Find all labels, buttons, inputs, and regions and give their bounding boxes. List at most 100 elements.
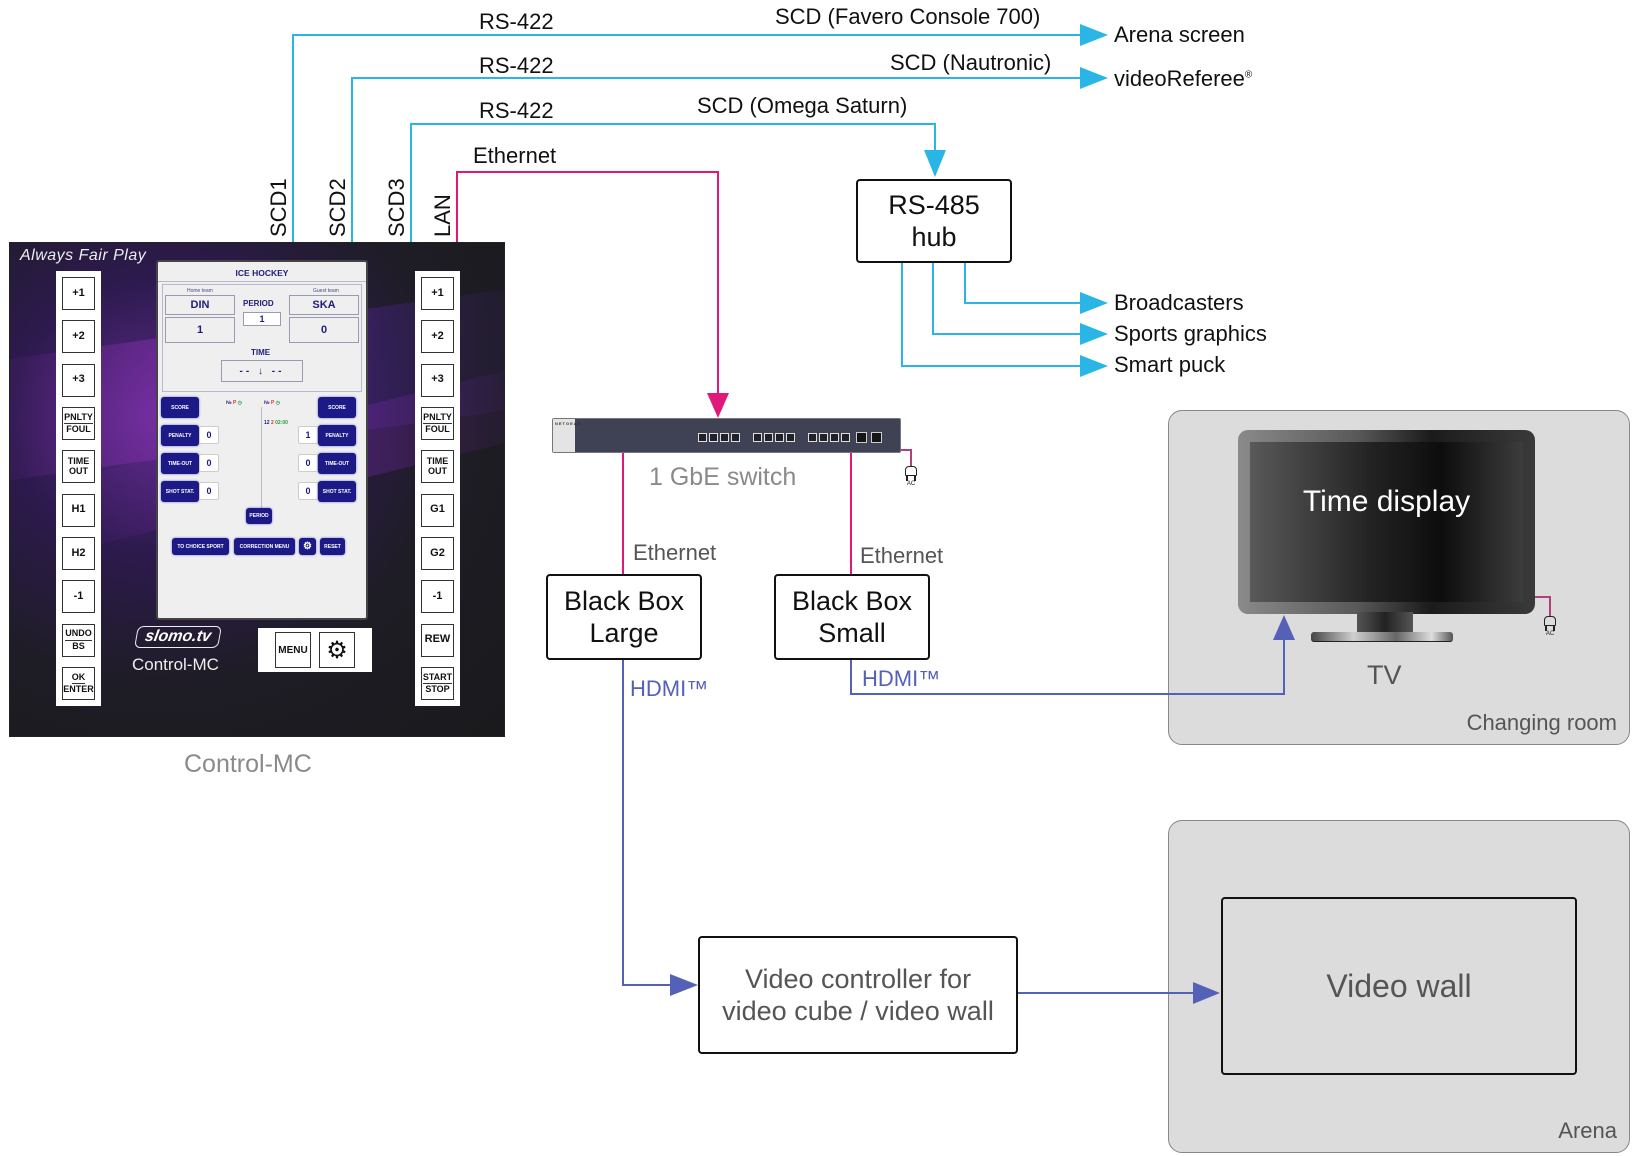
key-label-top: OK bbox=[71, 672, 86, 684]
menu-key-panel: MENU ⚙ bbox=[258, 628, 372, 672]
left-hardware-key[interactable]: H2 bbox=[62, 536, 95, 570]
arena-label: Arena bbox=[1558, 1118, 1617, 1143]
screen-settings-button[interactable]: ⚙ bbox=[299, 538, 316, 555]
key-label: +2 bbox=[431, 330, 444, 343]
tv-ac-plug-icon: AC bbox=[1543, 616, 1557, 637]
switch-front-panel bbox=[553, 419, 575, 452]
key-label: -1 bbox=[432, 590, 443, 603]
switch-ports-group-3 bbox=[808, 433, 850, 442]
key-label: H1 bbox=[71, 503, 86, 516]
guest-penalty-button[interactable]: PENALTY bbox=[318, 425, 356, 446]
home-shotstat-button[interactable]: SHOT STAT. bbox=[161, 481, 199, 502]
menu-key[interactable]: MENU bbox=[275, 632, 311, 668]
reset-button[interactable]: RESET bbox=[320, 538, 345, 555]
left-hardware-key[interactable]: +3 bbox=[62, 363, 95, 397]
guest-score-button[interactable]: SCORE bbox=[318, 397, 356, 418]
home-score-button[interactable]: SCORE bbox=[161, 397, 199, 418]
key-label-top: TIME bbox=[67, 456, 90, 467]
key-label: REW bbox=[424, 633, 451, 646]
guest-team-name[interactable]: SKA bbox=[289, 295, 359, 315]
home-penalty-button[interactable]: PENALTY bbox=[161, 425, 199, 446]
period-button[interactable]: PERIOD bbox=[246, 508, 272, 524]
slomo-tv-logo: slomo.tv bbox=[134, 626, 222, 648]
center-divider bbox=[261, 407, 262, 522]
rs485-hub-box: RS-485 hub bbox=[856, 179, 1012, 263]
right-hardware-key[interactable]: REW bbox=[421, 623, 454, 657]
correction-menu-button[interactable]: CORRECTION MENU bbox=[234, 538, 295, 555]
video-wall-box: Video wall bbox=[1221, 897, 1577, 1075]
guest-penalty-count: 1 bbox=[298, 426, 318, 444]
videoreferee-text: videoReferee bbox=[1114, 66, 1245, 91]
guest-shotstat-button[interactable]: SHOT STAT. bbox=[318, 481, 356, 502]
sport-title: ICE HOCKEY bbox=[158, 262, 366, 282]
changing-room-label: Changing room bbox=[1466, 710, 1617, 735]
to-choice-sport-button[interactable]: TO CHOICE SPORT bbox=[172, 538, 229, 555]
key-label-top: UNDO bbox=[65, 628, 92, 641]
clock-icon: ◷ bbox=[275, 400, 280, 406]
port-scd2-label: SCD2 bbox=[325, 178, 350, 237]
switch-ports-group-1 bbox=[698, 433, 740, 442]
wire-hdmi-large bbox=[622, 660, 672, 986]
guest-timeout-button[interactable]: TIME-OUT bbox=[318, 453, 356, 474]
switch-label: 1 GbE switch bbox=[649, 463, 797, 491]
left-hardware-key[interactable]: -1 bbox=[62, 580, 95, 614]
right-hardware-key[interactable]: +3 bbox=[421, 363, 454, 397]
key-label-bottom: FOUL bbox=[425, 423, 450, 434]
left-hardware-key[interactable]: +1 bbox=[62, 277, 95, 310]
key-label-bottom: OUT bbox=[69, 465, 88, 476]
arrow-video-controller bbox=[670, 974, 698, 996]
wire-smart-puck bbox=[901, 263, 1083, 367]
rs422-label-2: RS-422 bbox=[479, 53, 554, 78]
right-hardware-key[interactable]: -1 bbox=[421, 580, 454, 614]
time-value[interactable]: -- ↓ -- bbox=[221, 360, 303, 382]
left-hardware-key[interactable]: H1 bbox=[62, 493, 95, 527]
device-touchscreen[interactable]: ICE HOCKEY Home team Guest team DIN 1 SK… bbox=[156, 260, 368, 620]
home-timeout-button[interactable]: TIME-OUT bbox=[161, 453, 199, 474]
guest-team-score[interactable]: 0 bbox=[289, 317, 359, 343]
scd-nautronic-label: SCD (Nautronic) bbox=[890, 50, 1052, 75]
scd-favero-label: SCD (Favero Console 700) bbox=[775, 4, 1041, 29]
home-team-score[interactable]: 1 bbox=[165, 317, 235, 343]
right-hardware-key[interactable]: +1 bbox=[421, 277, 454, 310]
key-label-bottom: OUT bbox=[428, 465, 447, 476]
guest-shotstat-count: 0 bbox=[298, 482, 318, 500]
rs422-label-3: RS-422 bbox=[479, 98, 554, 123]
arrow-sports-graphics bbox=[1080, 323, 1108, 345]
port-lan-label: LAN bbox=[430, 194, 455, 237]
registered-mark: ® bbox=[1244, 69, 1253, 81]
switch-sfp-1 bbox=[856, 432, 867, 443]
rs422-label-1: RS-422 bbox=[479, 9, 554, 34]
hub-line2: hub bbox=[911, 222, 957, 252]
tv-screen: Time display bbox=[1250, 442, 1523, 602]
period-value[interactable]: 1 bbox=[243, 312, 281, 326]
left-hardware-key[interactable]: +2 bbox=[62, 320, 95, 354]
sports-graphics-label: Sports graphics bbox=[1114, 321, 1267, 346]
right-hardware-key[interactable]: +2 bbox=[421, 320, 454, 354]
right-hardware-key[interactable]: G1 bbox=[421, 493, 454, 527]
key-label: +3 bbox=[431, 373, 444, 386]
home-team-caption: Home team bbox=[187, 288, 213, 294]
arrow-videoreferee bbox=[1080, 67, 1108, 89]
right-hardware-key[interactable]: G2 bbox=[421, 536, 454, 570]
settings-key[interactable]: ⚙ bbox=[319, 632, 355, 668]
arena-screen-label: Arena screen bbox=[1114, 22, 1245, 47]
key-label: -1 bbox=[73, 590, 84, 603]
home-team-name[interactable]: DIN bbox=[165, 295, 235, 315]
key-label: G2 bbox=[430, 546, 445, 559]
key-label: +1 bbox=[72, 286, 85, 299]
key-label: G1 bbox=[430, 503, 445, 516]
key-label-bottom: ENTER bbox=[63, 683, 94, 694]
scoreboard-panel: Home team Guest team DIN 1 SKA 0 PERIOD … bbox=[162, 284, 362, 392]
key-label: +1 bbox=[431, 286, 444, 299]
key-label-top: TIME bbox=[426, 456, 449, 467]
